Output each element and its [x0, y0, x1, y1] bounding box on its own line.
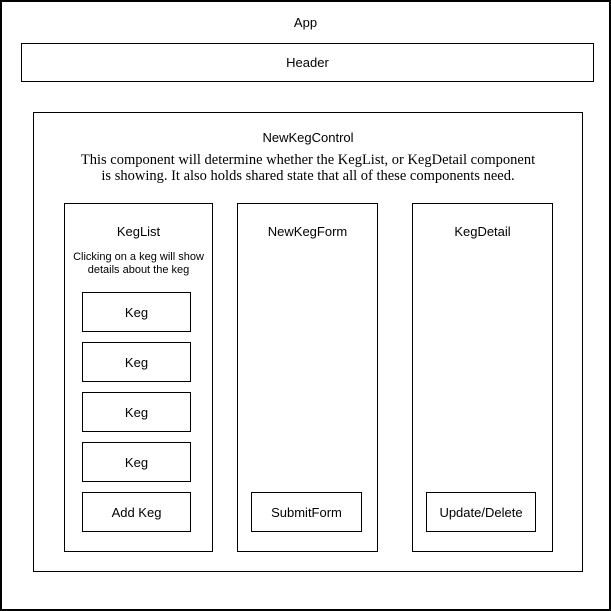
kegdetail-title: KegDetail — [454, 224, 511, 239]
header-label: Header — [286, 55, 329, 70]
keg-stack: Keg Keg Keg Keg Add Keg — [82, 292, 191, 532]
keg-item-box: Keg — [82, 342, 191, 382]
newkegcontrol-title: NewKegControl — [262, 130, 354, 145]
keg-item-box: Keg — [82, 292, 191, 332]
keglist-box: KegList Clicking on a keg will show deta… — [64, 203, 213, 552]
app-label: App — [293, 15, 318, 30]
keg-item-label: Keg — [124, 404, 149, 420]
add-keg-label: Add Keg — [111, 504, 162, 520]
newkegcontrol-box: NewKegControl This component will determ… — [33, 112, 583, 572]
keg-item-label: Keg — [124, 304, 149, 320]
keglist-note-line: Clicking on a keg will show — [73, 251, 204, 263]
header-box: Header — [21, 43, 594, 82]
newkegcontrol-description: This component will determine whether th… — [34, 152, 582, 184]
submitform-label: SubmitForm — [271, 504, 342, 520]
update-delete-box: Update/Delete — [426, 492, 536, 532]
submitform-box: SubmitForm — [251, 492, 362, 532]
keg-item-label: Keg — [124, 354, 149, 370]
keg-item-box: Keg — [82, 392, 191, 432]
newkegform-box: NewKegForm SubmitForm — [237, 203, 378, 552]
keg-item-box: Keg — [82, 442, 191, 482]
keglist-title: KegList — [116, 224, 161, 239]
description-line: is showing. It also holds shared state t… — [101, 168, 515, 184]
keglist-note-line: details about the keg — [87, 264, 190, 276]
update-delete-label: Update/Delete — [439, 504, 523, 520]
keg-item-label: Keg — [124, 454, 149, 470]
newkegform-title: NewKegForm — [267, 224, 348, 239]
description-line: This component will determine whether th… — [80, 152, 536, 168]
add-keg-box: Add Keg — [82, 492, 191, 532]
keglist-note: Clicking on a keg will show details abou… — [65, 251, 212, 277]
kegdetail-box: KegDetail Update/Delete — [412, 203, 553, 552]
